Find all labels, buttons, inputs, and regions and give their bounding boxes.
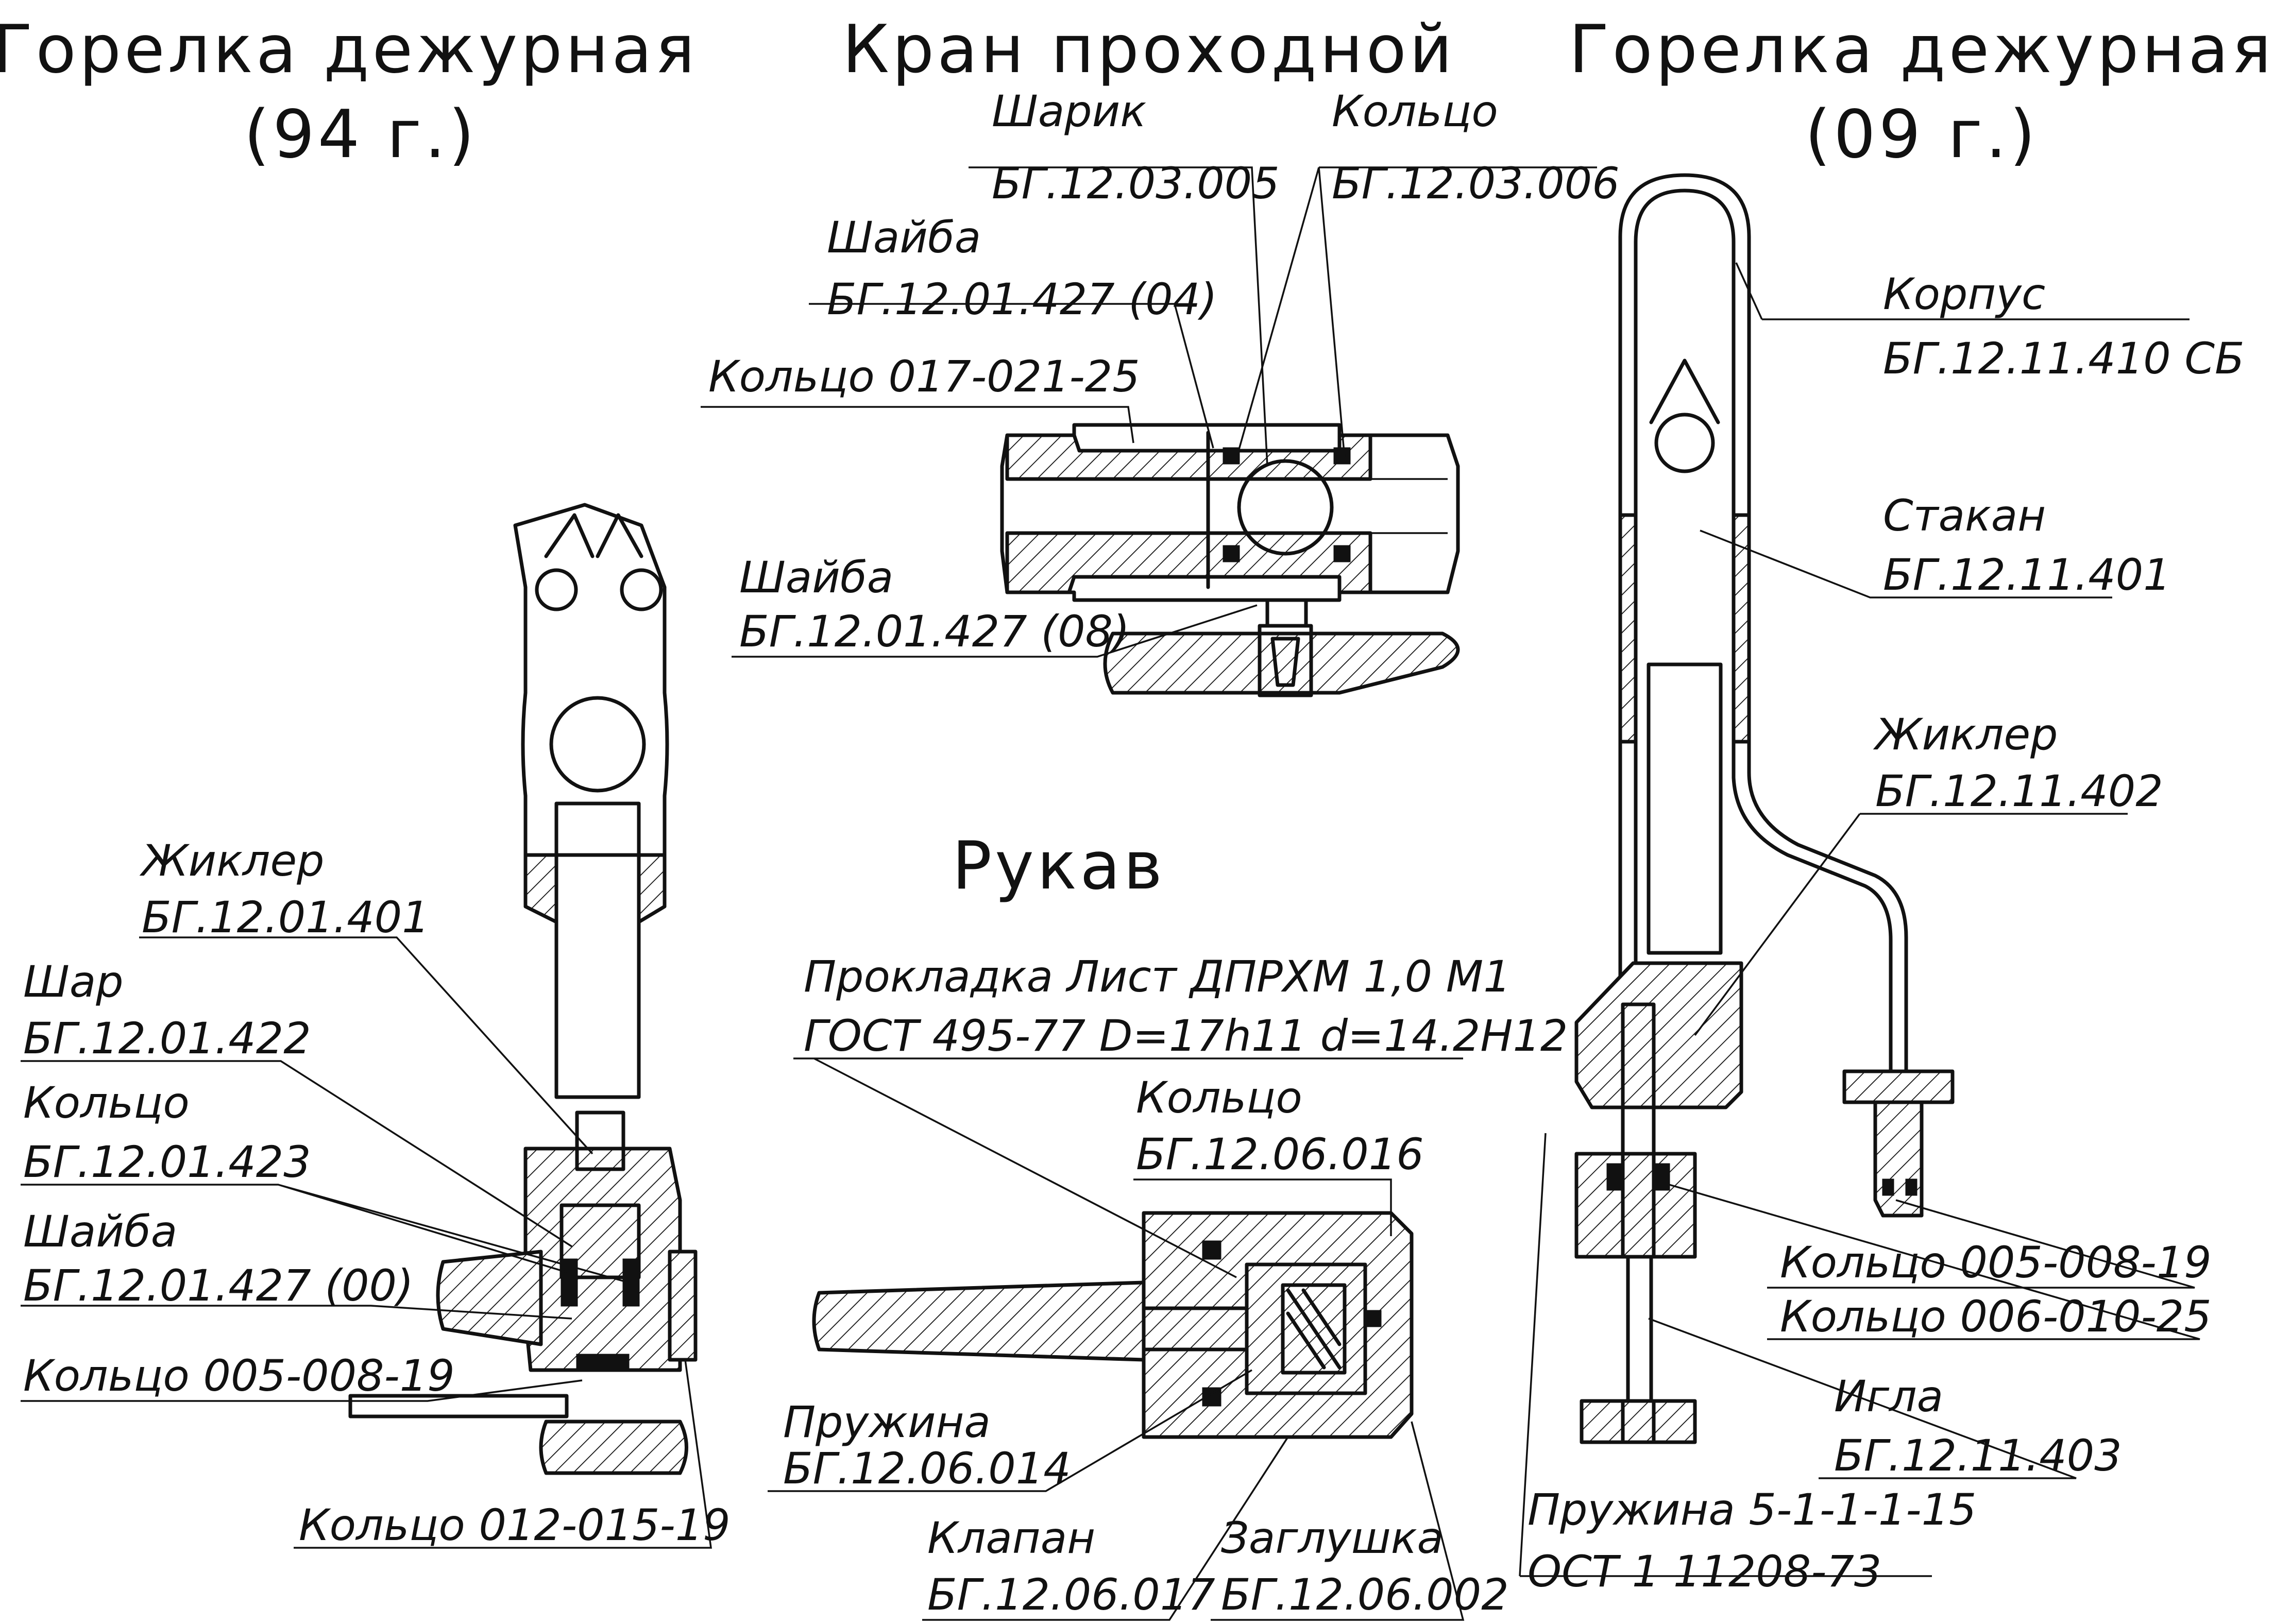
callout-hose-spring-name: Пружина [783,1397,991,1447]
title-valve: Кран проходной [842,11,1455,88]
callout-valve-washer04-code: БГ.12.01.427 (04) [827,274,1217,324]
callout-valve-washer08-code: БГ.12.01.427 (08) [739,606,1130,657]
leader-lines [21,166,2200,1621]
callout-hose-valve-name: Клапан [927,1513,1095,1563]
callout-b09-jet-name: Жиклер [1873,709,2058,760]
callout-b09-ring006: Кольцо 006-010-25 [1780,1291,2212,1342]
callout-b94-jet-code: БГ.12.01.401 [142,892,430,943]
callout-hose-valve-code: БГ.12.06.017 [927,1569,1215,1620]
callout-b09-spring-line1: Пружина 5-1-1-1-15 [1528,1484,1976,1535]
callout-hose-plug-name: Заглушка [1221,1513,1444,1563]
hose-drawing [812,1211,1414,1439]
callout-b09-jet-code: БГ.12.11.402 [1875,766,2163,816]
title-burner-94-line1: Горелка дежурная [0,11,698,88]
callout-b94-washer-name: Шайба [23,1206,177,1257]
callout-valve-washer08-name: Шайба [739,552,893,603]
callout-hose-ring-code: БГ.12.06.016 [1136,1129,1424,1179]
valve-drawing [1000,423,1460,697]
titles: Горелка дежурная (94 г.) Кран проходной … [0,11,2274,904]
callout-b09-cup-code: БГ.12.11.401 [1883,550,2171,600]
callout-b09-needle-code: БГ.12.11.403 [1834,1430,2122,1481]
callout-valve-ring-name: Кольцо [1332,86,1498,136]
title-burner-94-line2: (94 г.) [244,96,477,173]
callout-valve-ball-code: БГ.12.03.005 [992,158,1280,209]
burner-09-drawing [1574,173,1955,1444]
callout-valve-ball-name: Шарик [992,86,1146,136]
callout-b94-ring-name: Кольцо [23,1078,190,1128]
burner-94-drawing [348,503,698,1475]
callout-b09-cup-name: Стакан [1883,490,2046,541]
callout-valve-ring017: Кольцо 017-021-25 [708,351,1140,402]
title-hose: Рукав [952,828,1165,904]
callout-b09-needle-name: Игла [1834,1371,1943,1422]
callout-valve-washer04-name: Шайба [827,212,981,263]
callout-b94-ball-name: Шар [23,956,124,1007]
callout-b94-ball-code: БГ.12.01.422 [23,1013,311,1064]
callout-b94-jet-name: Жиклер [139,835,325,886]
callouts: Шарик БГ.12.03.005 Кольцо БГ.12.03.006 Ш… [23,86,2245,1620]
callout-hose-spring-code: БГ.12.06.014 [783,1443,1071,1494]
callout-b09-spring-line2: ОСТ 1 11208-73 [1528,1546,1881,1597]
title-burner-09-line2: (09 г.) [1805,96,2038,173]
callout-b09-ring005: Кольцо 005-008-19 [1780,1237,2212,1288]
callout-b94-washer-code: БГ.12.01.427 (00) [23,1260,414,1311]
callout-hose-gasket-line2: ГОСТ 495-77 D=17h11 d=14.2H12 [804,1011,1568,1061]
callout-b09-body-code: БГ.12.11.410 СБ [1883,333,2245,384]
callout-valve-ring-code: БГ.12.03.006 [1332,158,1620,209]
callout-b09-body-name: Корпус [1883,269,2045,319]
callout-b94-ring012: Кольцо 012-015-19 [299,1500,731,1550]
title-burner-09-line1: Горелка дежурная [1569,11,2274,88]
callout-hose-plug-code: БГ.12.06.002 [1221,1569,1509,1620]
callout-hose-gasket-line1: Прокладка Лист ДПРХМ 1,0 М1 [804,951,1511,1002]
callout-hose-ring-name: Кольцо [1136,1072,1302,1123]
callout-b94-ring-code: БГ.12.01.423 [23,1137,311,1187]
callout-b94-ring005: Кольцо 005-008-19 [23,1351,455,1401]
